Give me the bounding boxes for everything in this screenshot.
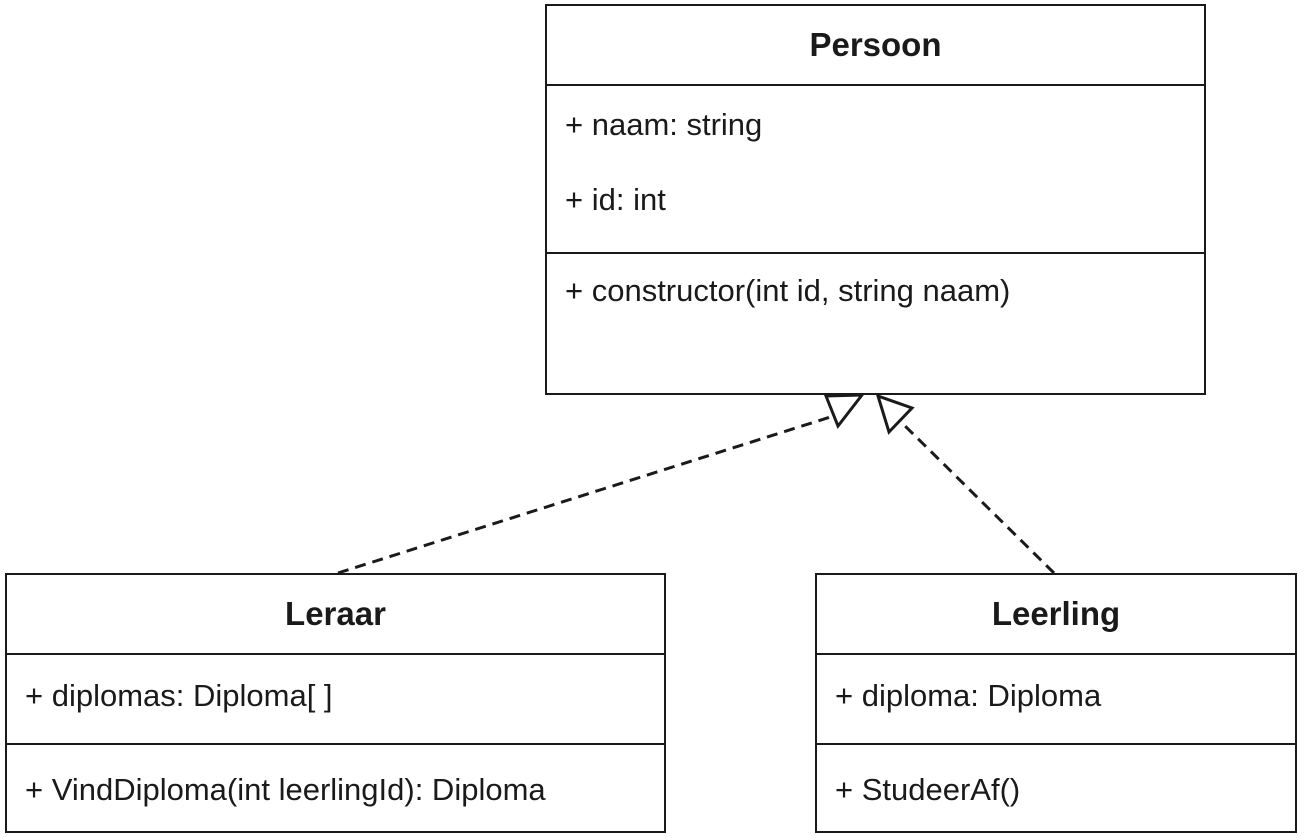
methods-section-leraar: + VindDiploma(int leerlingId): Diploma: [7, 745, 664, 809]
class-name-leraar: Leraar: [7, 575, 664, 655]
dashed-line-leerling: [898, 419, 1056, 575]
method-constructor: + constructor(int id, string naam): [565, 273, 1011, 308]
attribute-naam: + naam: string: [565, 107, 763, 142]
hollow-triangle-arrow-icon: [823, 393, 866, 429]
attribute-diploma: + diploma: Diploma: [835, 678, 1102, 713]
attribute-diplomas: + diplomas: Diploma[ ]: [25, 678, 333, 713]
method-vind-diploma: + VindDiploma(int leerlingId): Diploma: [25, 772, 546, 807]
hollow-triangle-arrow-icon: [875, 393, 915, 435]
dashed-line-leraar: [337, 411, 844, 575]
realization-leerling-to-persoon: [875, 393, 1056, 575]
class-name-leerling: Leerling: [817, 575, 1295, 655]
attribute-id: + id: int: [565, 182, 666, 217]
attributes-section-leraar: + diplomas: Diploma[ ]: [7, 655, 664, 745]
attributes-section-leerling: + diploma: Diploma: [817, 655, 1295, 745]
realization-leraar-to-persoon: [337, 393, 866, 575]
method-studeer-af: + StudeerAf(): [835, 772, 1021, 807]
class-box-leerling[interactable]: Leerling + diploma: Diploma + StudeerAf(…: [815, 573, 1297, 833]
class-box-persoon[interactable]: Persoon + naam: string + id: int + const…: [545, 4, 1206, 395]
class-box-leraar[interactable]: Leraar + diplomas: Diploma[ ] + VindDipl…: [5, 573, 666, 833]
methods-section-leerling: + StudeerAf(): [817, 745, 1295, 809]
attributes-section-persoon: + naam: string + id: int: [547, 86, 1204, 254]
class-name-persoon: Persoon: [547, 6, 1204, 86]
methods-section-persoon: + constructor(int id, string naam): [547, 254, 1204, 310]
